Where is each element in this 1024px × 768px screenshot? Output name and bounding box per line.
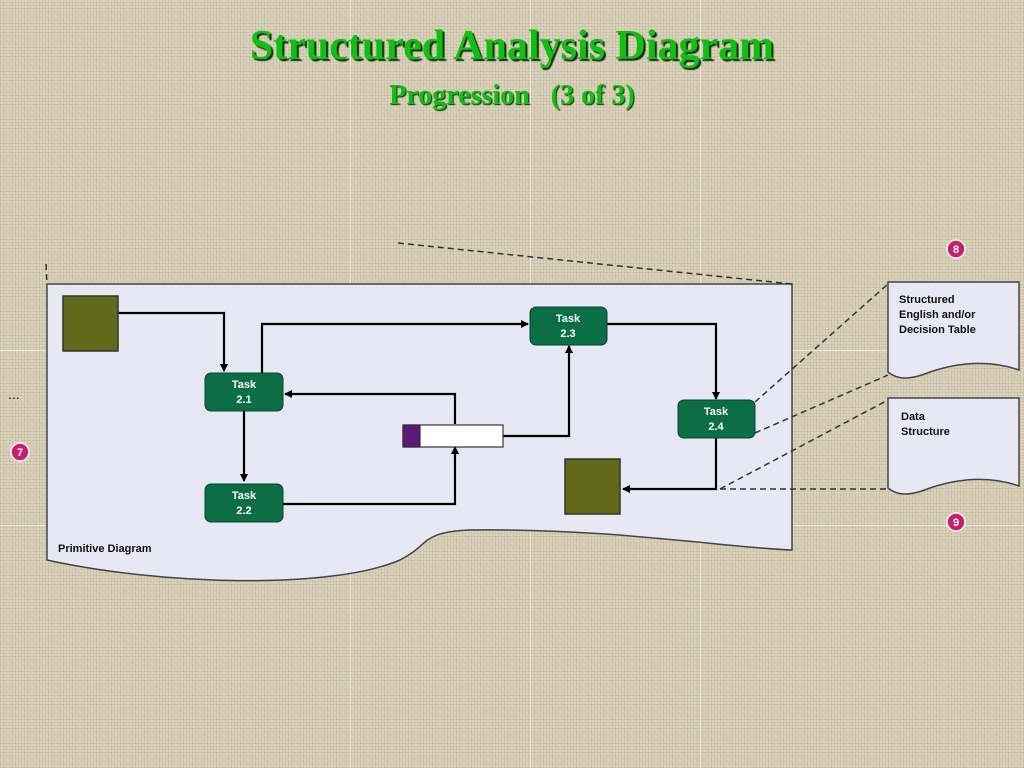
badge-9-number: 9 — [953, 517, 959, 529]
task-2-4: Task 2.4 — [677, 399, 756, 439]
task-2-1: Task 2.1 — [204, 372, 284, 412]
leader-lines — [45, 242, 889, 490]
doc-structured-line-1: Structured — [899, 294, 955, 306]
arrow-task22-to-store — [283, 446, 459, 506]
task-2-4-number: 2.4 — [708, 421, 724, 433]
task-2-4-name: Task — [704, 406, 729, 418]
slide-subtitle: Progression (3 of 3) — [389, 80, 635, 111]
data-store-marker — [402, 424, 421, 448]
arrow-task21-to-task23 — [260, 320, 529, 373]
badge-7: 7 — [10, 442, 30, 462]
slide-title: Structured Analysis Diagram — [249, 23, 775, 69]
task-2-2: Task 2.2 — [204, 483, 284, 523]
task-2-1-name: Task — [232, 379, 257, 391]
flow-arrows — [118, 311, 720, 506]
document-data-structure: Data Structure — [887, 397, 1020, 495]
arrow-source-to-task21 — [118, 311, 228, 372]
external-entity-sink — [564, 458, 621, 515]
leader-line-left — [45, 263, 48, 285]
task-2-1-number: 2.1 — [236, 394, 251, 406]
ellipsis-text: ... — [8, 386, 20, 402]
doc-data-line-1: Data — [901, 411, 926, 423]
task-2-3: Task 2.3 — [529, 306, 608, 346]
doc-data-line-2: Structure — [901, 426, 950, 438]
doc-structured-line-2: English and/or — [899, 309, 976, 321]
arrow-task23-to-task24 — [607, 322, 720, 400]
task-2-3-name: Task — [556, 313, 581, 325]
external-entity-source — [62, 295, 119, 352]
document-structured-english: Structured English and/or Decision Table — [887, 281, 1020, 379]
badge-8-number: 8 — [953, 244, 959, 256]
badge-7-number: 7 — [17, 447, 23, 459]
arrow-store-to-task23 — [503, 345, 573, 438]
doc-structured-line-3: Decision Table — [899, 324, 976, 336]
task-2-2-name: Task — [232, 490, 257, 502]
primitive-diagram-label: Primitive Diagram — [58, 543, 152, 555]
arrow-store-to-task21 — [284, 390, 457, 424]
badge-8: 8 — [946, 239, 966, 259]
leader-line-doc2-top — [719, 399, 889, 490]
task-2-3-number: 2.3 — [560, 328, 575, 340]
leader-line-top — [397, 242, 793, 285]
leader-line-doc1-bottom — [754, 374, 889, 434]
badge-9: 9 — [946, 512, 966, 532]
task-2-2-number: 2.2 — [236, 505, 251, 517]
arrow-task24-to-sink — [622, 438, 718, 493]
